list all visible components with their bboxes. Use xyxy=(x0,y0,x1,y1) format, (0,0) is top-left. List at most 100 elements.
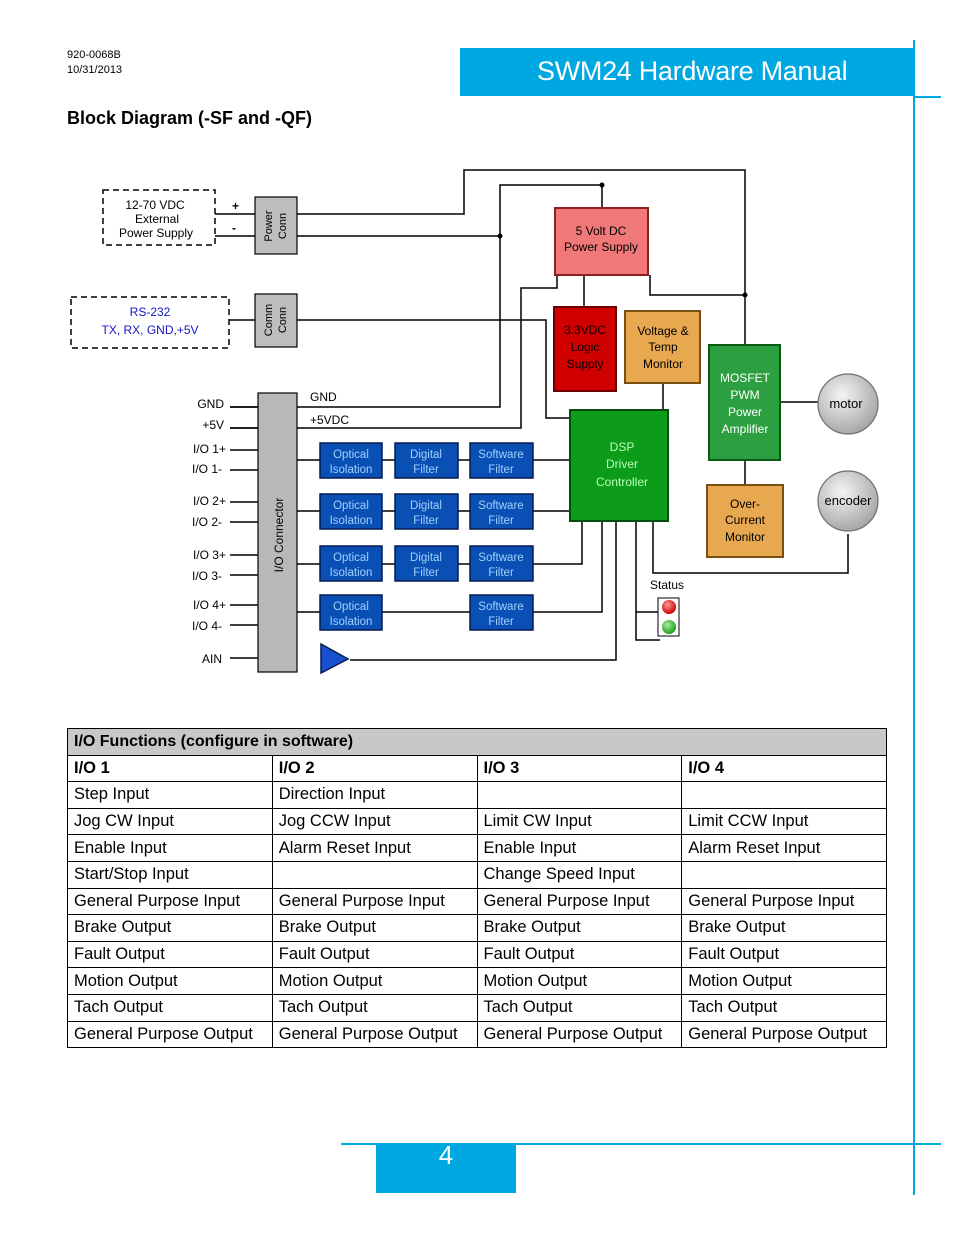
pin-labels: GND +5V I/O 1+ I/O 1- I/O 2+ I/O 2- I/O … xyxy=(192,397,226,666)
header-banner xyxy=(460,48,913,96)
voltage-temp-label-1: Voltage & xyxy=(637,324,688,338)
voltage-temp-label-3: Monitor xyxy=(643,357,683,371)
table-cell xyxy=(476,781,683,809)
manual-title: SWM24 Hardware Manual xyxy=(537,56,848,86)
five-volt-label-2: Power Supply xyxy=(564,240,638,254)
digital-filter-block xyxy=(394,442,459,479)
table-cell xyxy=(681,781,887,809)
pin-label: I/O 3+ xyxy=(193,548,226,562)
table-cell: Jog CW Input xyxy=(67,807,273,836)
over-current-label-2: Current xyxy=(725,513,766,527)
table-row: Step Input Direction Input xyxy=(67,781,887,809)
table-row: Start/Stop Input Change Speed Input xyxy=(67,860,887,889)
table-cell: Enable Input xyxy=(67,834,273,862)
table-cell xyxy=(271,860,478,889)
io-connector-label: I/O Connector xyxy=(272,498,286,573)
column-header: I/O 4 xyxy=(681,754,887,783)
digital-label-1: Digital xyxy=(410,552,442,564)
table-row: Tach Output Tach Output Tach Output Tach… xyxy=(67,993,887,1022)
table-cell: Alarm Reset Input xyxy=(271,834,478,862)
io-connector xyxy=(257,392,298,673)
column-header: I/O 2 xyxy=(271,754,478,783)
document-number: 920-0068B xyxy=(67,49,121,61)
table-cell: Motion Output xyxy=(67,967,273,995)
mosfet-label-4: Amplifier xyxy=(722,422,769,436)
wiring xyxy=(215,169,849,661)
table-row: Enable Input Alarm Reset Input Enable In… xyxy=(67,834,887,862)
over-current-label-3: Monitor xyxy=(725,530,765,544)
external-supply-box xyxy=(102,189,216,246)
dsp-label-1: DSP xyxy=(610,440,635,454)
table-cell: General Purpose Input xyxy=(681,887,887,916)
status-led-green xyxy=(662,620,676,634)
document-info: 920-0068B 10/31/2013 xyxy=(67,48,122,78)
table-cell: Direction Input xyxy=(271,781,478,809)
table-cell: Motion Output xyxy=(681,967,887,995)
table-caption: I/O Functions (configure in software) xyxy=(67,728,887,756)
table-cell: Jog CCW Input xyxy=(271,807,478,836)
digital-filter-block xyxy=(394,545,459,582)
pin-label: I/O 4- xyxy=(192,619,222,633)
external-supply-label-1: 12-70 VDC xyxy=(125,198,185,212)
motor-label: motor xyxy=(829,396,863,411)
vdc-line-label: +5VDC xyxy=(310,413,349,427)
software-label-1: Software xyxy=(478,552,523,564)
column-header: I/O 3 xyxy=(476,754,683,783)
encoder-circle xyxy=(817,470,879,532)
table-cell: Limit CCW Input xyxy=(681,807,887,836)
mosfet-label-2: PWM xyxy=(730,388,759,402)
table-cell xyxy=(681,860,887,889)
logic-supply-label-2: Logic xyxy=(571,340,600,354)
status-led-red xyxy=(662,600,676,614)
external-supply-label-2: External xyxy=(135,212,179,226)
table-cell: Fault Output xyxy=(476,940,683,969)
table-cell: Brake Output xyxy=(67,914,273,942)
external-supply-label-3: Power Supply xyxy=(119,226,193,240)
rs232-label-1: RS-232 xyxy=(130,305,171,319)
table-cell: Brake Output xyxy=(681,914,887,942)
table-cell: General Purpose Output xyxy=(681,1020,887,1049)
mosfet-label-1: MOSFET xyxy=(720,371,771,385)
optical-label-2: Isolation xyxy=(330,567,373,579)
software-filter-block xyxy=(469,442,534,479)
table-cell: Tach Output xyxy=(271,993,478,1022)
table-cell: Motion Output xyxy=(476,967,683,995)
optical-label-2: Isolation xyxy=(330,464,373,476)
comm-conn-label-1: Comm xyxy=(263,304,275,336)
table-body: Step Input Direction Input Jog CW Input … xyxy=(67,781,887,1049)
table-row: Jog CW Input Jog CCW Input Limit CW Inpu… xyxy=(67,807,887,836)
pin-label: I/O 4+ xyxy=(193,598,226,612)
right-margin-rule xyxy=(913,40,915,1195)
optical-label-2: Isolation xyxy=(330,616,373,628)
logic-supply-label-1: 3.3VDC xyxy=(564,323,606,337)
software-filter-block xyxy=(469,545,534,582)
power-conn-label-2: Conn xyxy=(277,213,289,239)
pin-label: I/O 3- xyxy=(192,569,222,583)
table-cell: Change Speed Input xyxy=(476,860,683,889)
pin-label: AIN xyxy=(202,652,222,666)
power-conn-label-1: Power xyxy=(263,210,275,242)
table-row: General Purpose Output General Purpose O… xyxy=(67,1020,887,1049)
optical-label-2: Isolation xyxy=(330,515,373,527)
software-filter-block xyxy=(469,493,534,530)
table-cell: Motion Output xyxy=(271,967,478,995)
digital-label-2: Filter xyxy=(413,464,439,476)
digital-label-1: Digital xyxy=(410,449,442,461)
io-functions-table: I/O Functions (configure in software) I/… xyxy=(67,728,887,1049)
table-cell: Tach Output xyxy=(67,993,273,1022)
status-label: Status xyxy=(650,578,684,592)
plus-terminal-label: + xyxy=(232,199,239,213)
minus-terminal-label: - xyxy=(232,221,236,235)
table-row: Fault Output Fault Output Fault Output F… xyxy=(67,940,887,969)
comm-conn-label-2: Conn xyxy=(277,307,289,333)
software-label-2: Filter xyxy=(488,567,514,579)
logic-supply-block xyxy=(553,306,617,392)
table-cell: General Purpose Input xyxy=(271,887,478,916)
table-cell: Fault Output xyxy=(67,940,273,969)
pin-label: +5V xyxy=(202,418,224,432)
pin-label: I/O 1- xyxy=(192,462,222,476)
dsp-label-3: Controller xyxy=(596,475,648,489)
comm-connector xyxy=(254,293,298,348)
five-volt-label-1: 5 Volt DC xyxy=(576,224,627,238)
table-cell: Tach Output xyxy=(681,993,887,1022)
